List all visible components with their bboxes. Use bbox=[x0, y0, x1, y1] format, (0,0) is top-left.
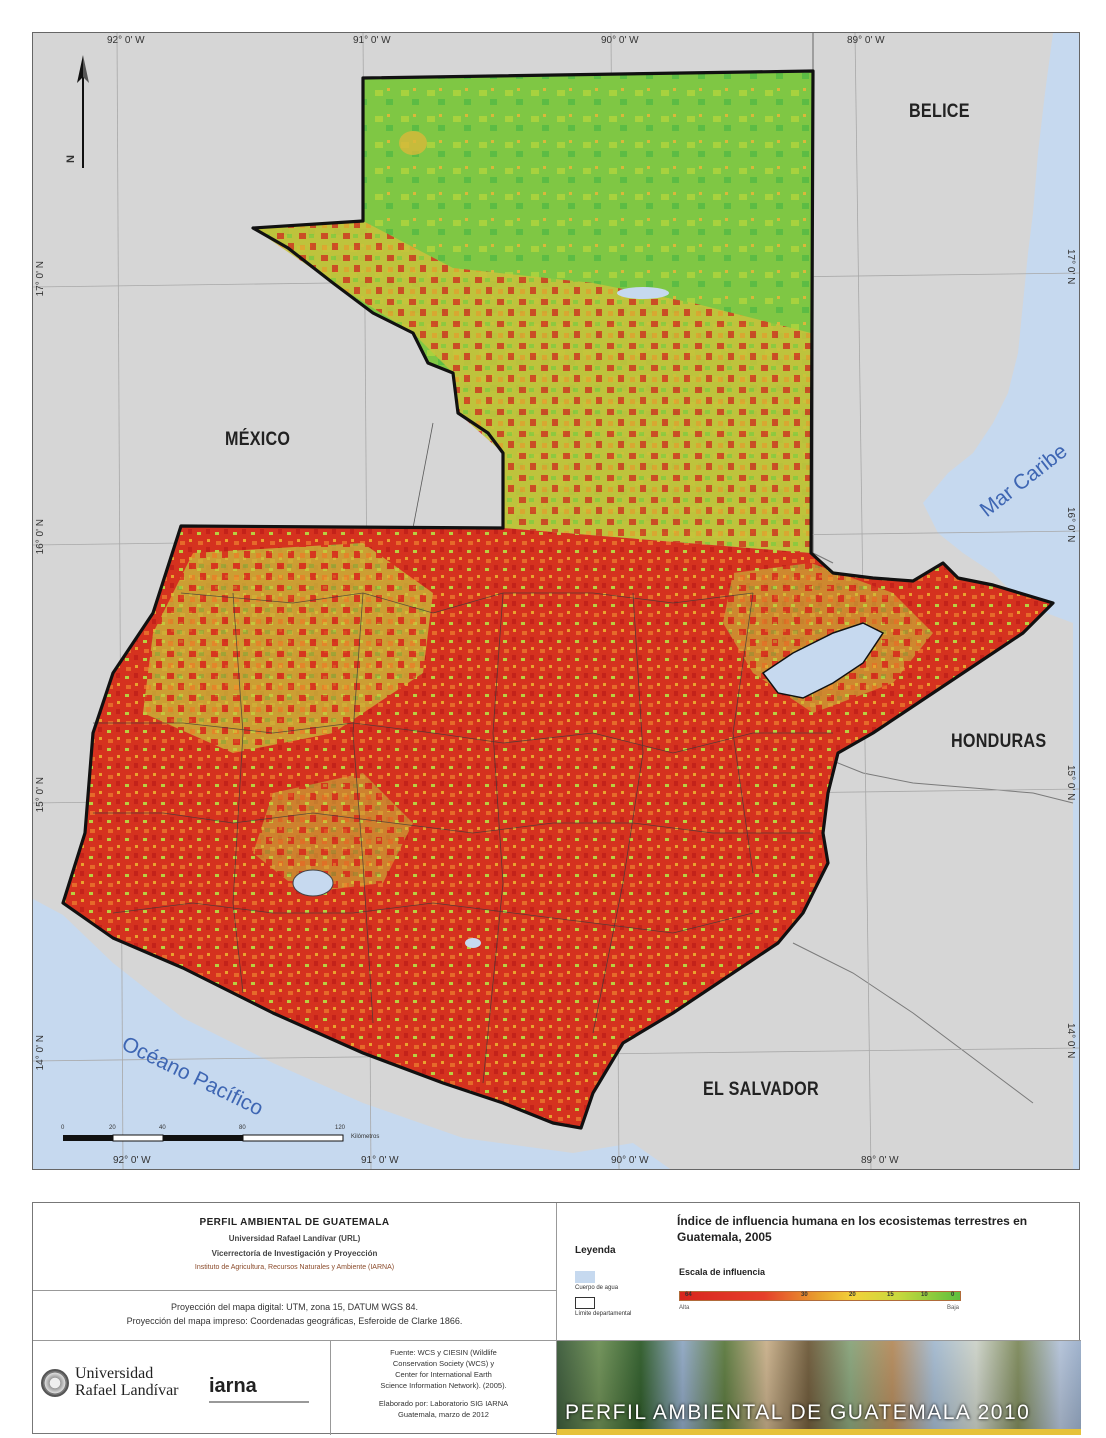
guatemala-border bbox=[61, 69, 1055, 1130]
info-panel: PERFIL AMBIENTAL DE GUATEMALA Universida… bbox=[32, 1202, 1081, 1435]
lake-atitlan bbox=[292, 869, 334, 897]
ramp-tick-20: 20 bbox=[849, 1292, 856, 1298]
coord-left-4: 14° 0' N bbox=[35, 1035, 46, 1071]
url-logo-line2: Rafael Landívar bbox=[75, 1382, 179, 1399]
logo-block: Universidad Rafael Landívar iarna bbox=[33, 1341, 331, 1435]
ramp-low: Baja bbox=[947, 1305, 960, 1311]
coord-bottom-4: 89° 0' W bbox=[861, 1155, 899, 1166]
lake-peten-itza bbox=[617, 287, 669, 299]
coord-bottom-1: 92° 0' W bbox=[113, 1155, 151, 1166]
scale-unit: Kilómetros bbox=[351, 1134, 380, 1140]
coord-top-1: 92° 0' W bbox=[107, 35, 145, 46]
scale-bar bbox=[63, 1134, 344, 1142]
projection-printed: Proyección del mapa impreso: Coordenadas… bbox=[126, 1316, 463, 1326]
coord-bottom-2: 91° 0' W bbox=[361, 1155, 399, 1166]
ramp-high: Alta bbox=[679, 1305, 690, 1311]
coord-right-2: 16° 0' N bbox=[1065, 507, 1076, 543]
index-title: Índice de influencia humana en los ecosi… bbox=[677, 1214, 1028, 1244]
source-line4: Science Information Network). (2005). bbox=[380, 1381, 507, 1390]
source-block: Fuente: WCS y CIESIN (Wildlife Conservat… bbox=[331, 1341, 557, 1435]
scale-tick-0: 0 bbox=[61, 1125, 65, 1131]
projection-digital: Proyección del mapa digital: UTM, zona 1… bbox=[171, 1302, 418, 1312]
map-canvas bbox=[33, 33, 1079, 1169]
credit-line1: Elaborado por: Laboratorio SIG IARNA bbox=[378, 1399, 509, 1408]
label-mexico: MÉXICO bbox=[225, 429, 291, 450]
iarna-logo: iarna bbox=[209, 1375, 257, 1397]
coord-left-1: 17° 0' N bbox=[35, 261, 46, 297]
map-frame: 92° 0' W 91° 0' W 90° 0' W 89° 0' W 92° … bbox=[32, 32, 1080, 1170]
scale-tick-20: 20 bbox=[109, 1125, 116, 1131]
url-seal-icon bbox=[41, 1369, 69, 1397]
source-line1: Fuente: WCS y CIESIN (Wildlife bbox=[390, 1348, 497, 1357]
pacific-ocean bbox=[33, 899, 671, 1169]
source-line3: Center for International Earth bbox=[395, 1370, 492, 1379]
panel-title: PERFIL AMBIENTAL DE GUATEMALA bbox=[199, 1217, 390, 1228]
legend-block: Índice de influencia humana en los ecosi… bbox=[557, 1203, 1081, 1341]
coord-top-3: 90° 0' W bbox=[601, 35, 639, 46]
banner-title: PERFIL AMBIENTAL DE GUATEMALA 2010 bbox=[565, 1401, 1031, 1424]
ramp-tick-30: 30 bbox=[801, 1292, 808, 1298]
coord-left-2: 16° 0' N bbox=[35, 519, 46, 555]
lake-izabal bbox=[761, 622, 885, 699]
coord-right-3: 15° 0' N bbox=[1065, 765, 1076, 801]
panel-vicerrectoria: Vicerrectoría de Investigación y Proyecc… bbox=[211, 1249, 378, 1258]
ramp-tick-64: 64 bbox=[685, 1292, 692, 1298]
lake-amatitlan bbox=[465, 938, 481, 948]
label-belice: BELICE bbox=[909, 101, 970, 122]
panel-institute: Instituto de Agricultura, Recursos Natur… bbox=[194, 1264, 395, 1271]
north-label: N bbox=[64, 155, 77, 163]
ramp-tick-10: 10 bbox=[921, 1292, 928, 1298]
photo-strip bbox=[557, 1341, 1081, 1435]
coord-right-1: 17° 0' N bbox=[1065, 249, 1076, 285]
scale-tick-80: 80 bbox=[239, 1125, 246, 1131]
coord-bottom-3: 90° 0' W bbox=[611, 1155, 649, 1166]
legend-boundary: Límite departamental bbox=[575, 1311, 632, 1317]
scale-tick-120: 120 bbox=[335, 1125, 346, 1131]
coord-right-4: 14° 0' N bbox=[1065, 1023, 1076, 1059]
scale-title: Escala de influencia bbox=[679, 1267, 766, 1277]
label-honduras: HONDURAS bbox=[951, 731, 1047, 752]
coord-left-3: 15° 0' N bbox=[35, 777, 46, 813]
legend-water: Cuerpo de agua bbox=[575, 1285, 619, 1291]
photo-banner: PERFIL AMBIENTAL DE GUATEMALA 2010 bbox=[557, 1341, 1081, 1435]
source-line2: Conservation Society (WCS) y bbox=[392, 1359, 495, 1368]
label-el-salvador: EL SALVADOR bbox=[703, 1079, 819, 1100]
credit-line2: Guatemala, marzo de 2012 bbox=[398, 1410, 489, 1419]
coord-top-4: 89° 0' W bbox=[847, 35, 885, 46]
influence-ramp bbox=[679, 1291, 961, 1301]
legend-title: Leyenda bbox=[575, 1245, 616, 1256]
coord-top-2: 91° 0' W bbox=[353, 35, 391, 46]
title-block: PERFIL AMBIENTAL DE GUATEMALA Universida… bbox=[33, 1203, 557, 1291]
projection-block: Proyección del mapa digital: UTM, zona 1… bbox=[33, 1291, 557, 1341]
ramp-tick-0: 0 bbox=[951, 1292, 955, 1298]
boundary-swatch bbox=[575, 1297, 595, 1309]
scale-tick-40: 40 bbox=[159, 1125, 166, 1131]
water-swatch bbox=[575, 1271, 595, 1283]
panel-university: Universidad Rafael Landívar (URL) bbox=[228, 1234, 361, 1243]
url-logo-line1: Universidad bbox=[75, 1365, 154, 1382]
caribbean-sea bbox=[923, 33, 1079, 1169]
north-arrow bbox=[77, 55, 89, 168]
ramp-tick-15: 15 bbox=[887, 1292, 894, 1298]
